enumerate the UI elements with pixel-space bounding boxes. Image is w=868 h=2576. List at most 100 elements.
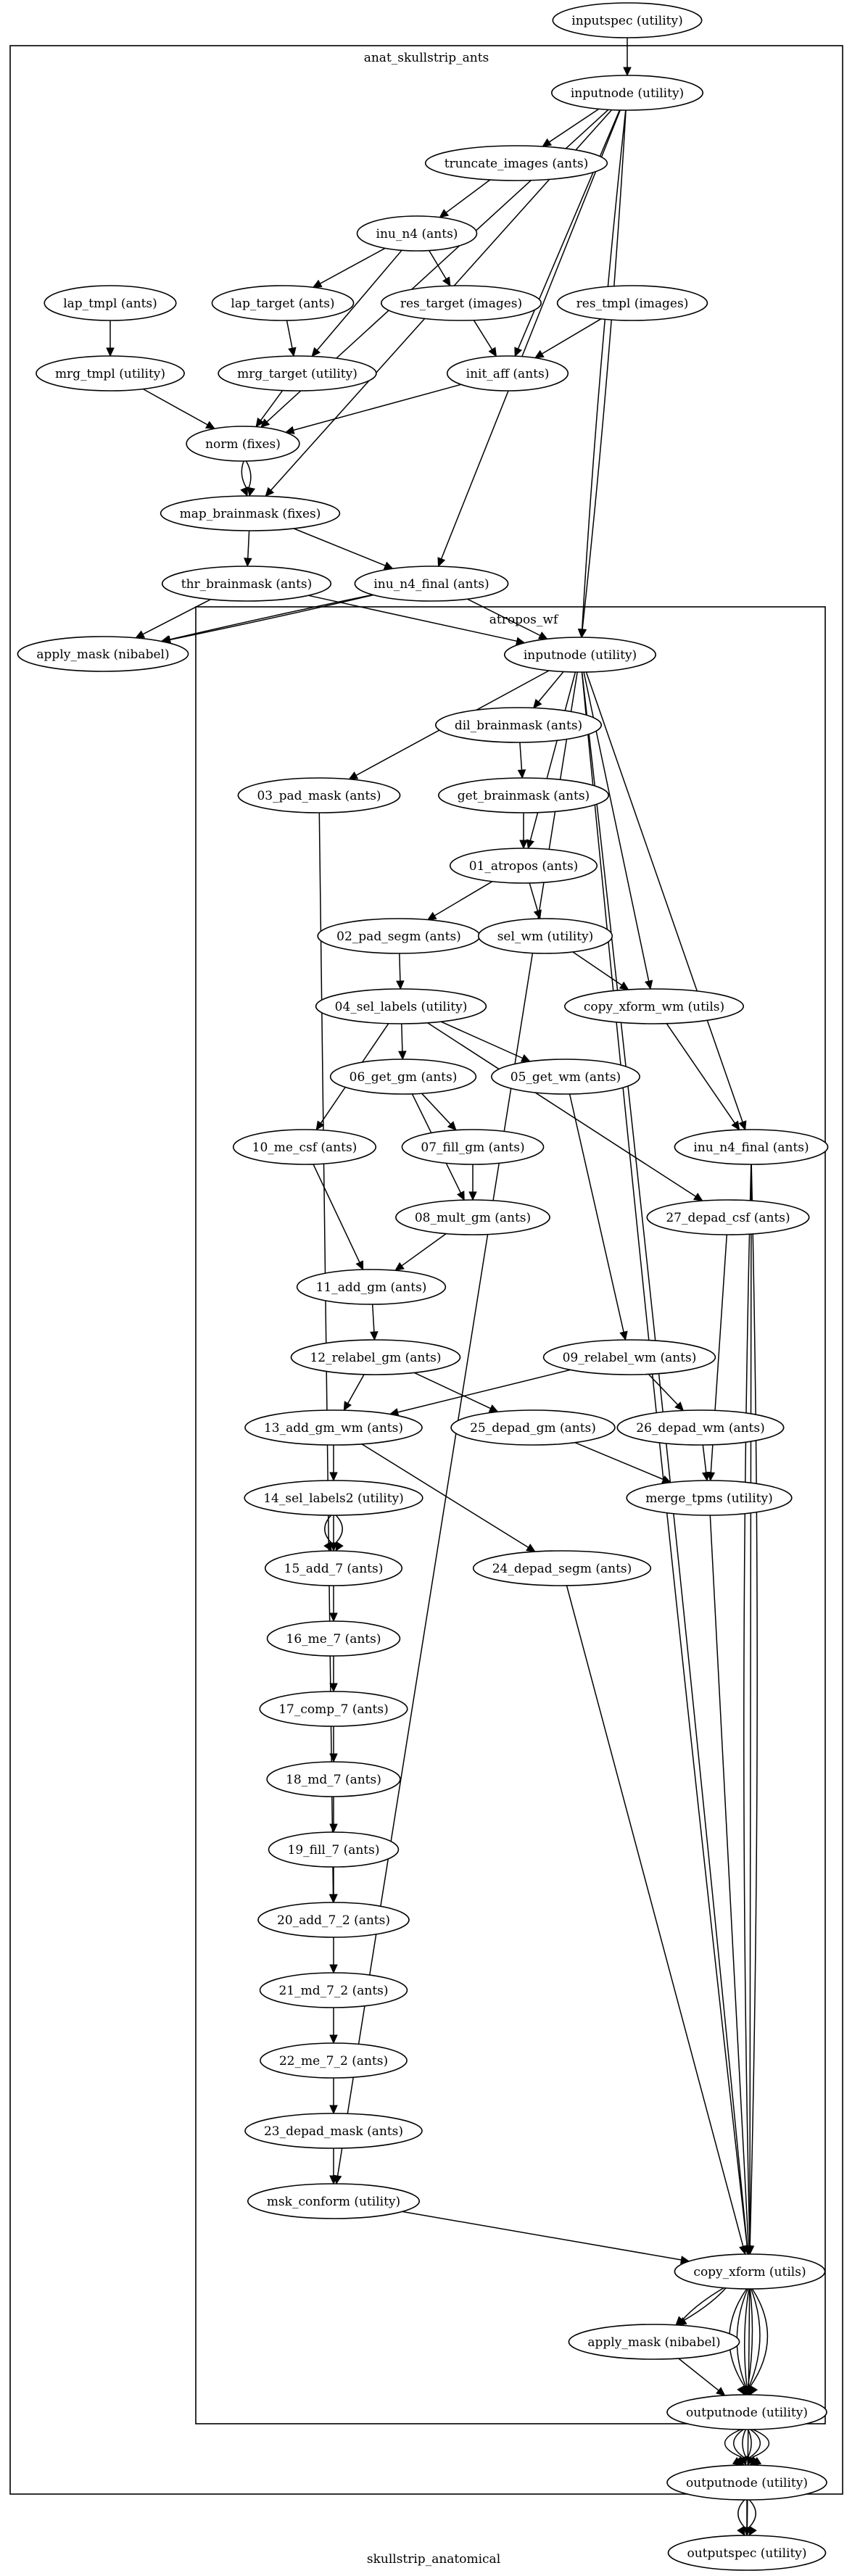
node-label: 01_atropos (ants)	[469, 859, 579, 874]
edge-inputnode_a-to-truncate	[542, 108, 600, 147]
edge-line	[247, 530, 250, 559]
node-sel-labels[interactable]: 04_sel_labels (utility)	[315, 988, 487, 1024]
edge-line	[682, 2287, 724, 2321]
node-inputspec[interactable]: inputspec (utility)	[552, 2, 703, 38]
node-norm[interactable]: norm (fixes)	[186, 426, 300, 462]
edge-inu_n4-to-lap_target	[312, 247, 386, 288]
node-inu-n4-final-a[interactable]: inu_n4_final (ants)	[354, 566, 509, 602]
node-depad-gm[interactable]: 25_depad_gm (ants)	[450, 1409, 616, 1446]
node-truncate[interactable]: truncate_images (ants)	[424, 145, 608, 181]
node-merge-tpms[interactable]: merge_tpms (utility)	[626, 1480, 793, 1516]
node-label: init_aff (ants)	[466, 367, 550, 381]
node-shape	[211, 285, 355, 321]
node-fill-7[interactable]: 19_fill_7 (ants)	[268, 1831, 400, 1868]
node-lap-target[interactable]: lap_target (ants)	[211, 285, 355, 321]
node-label: inu_n4_final (ants)	[693, 1140, 809, 1155]
node-outputspec[interactable]: outputspec (utility)	[667, 2535, 827, 2571]
edge-line	[749, 1164, 758, 2247]
edge-arrowhead	[731, 1120, 740, 1131]
edge-line	[724, 2429, 742, 2458]
edge-get_gm-to-fill_gm	[421, 1093, 457, 1131]
edge-arrowhead	[329, 1542, 338, 1552]
node-init-aff[interactable]: init_aff (ants)	[446, 355, 569, 392]
edge-arrowhead	[247, 486, 256, 497]
node-map-brainmask[interactable]: map_brainmask (fixes)	[160, 495, 341, 531]
node-apply-mask-a[interactable]: apply_mask (nibabel)	[17, 636, 189, 672]
edge-line	[313, 1164, 360, 1263]
edge-line	[684, 2287, 727, 2321]
node-thr-brainmask[interactable]: thr_brainmask (ants)	[161, 566, 332, 602]
node-inputnode-a[interactable]: inputnode (utility)	[550, 75, 703, 111]
node-get-wm[interactable]: 05_get_wm (ants)	[490, 1059, 640, 1095]
node-mrg-target[interactable]: mrg_target (utility)	[218, 355, 377, 392]
edge-line	[743, 1164, 752, 2247]
edge-comp_7-to-md_7	[329, 1726, 338, 1763]
node-add-gm-wm[interactable]: 13_add_gm_wm (ants)	[244, 1409, 423, 1446]
node-msk-conform[interactable]: msk_conform (utility)	[247, 2183, 420, 2219]
node-depad-mask[interactable]: 23_depad_mask (ants)	[244, 2113, 423, 2149]
node-md-7-2[interactable]: 21_md_7_2 (ants)	[259, 1972, 408, 2008]
node-dil-brainmask[interactable]: dil_brainmask (ants)	[434, 707, 602, 743]
node-shape	[380, 285, 542, 321]
edge-line	[752, 2429, 769, 2458]
node-label: 12_relabel_gm (ants)	[310, 1351, 441, 1365]
node-pad-segm[interactable]: 02_pad_segm (ants)	[317, 918, 481, 954]
node-comp-7[interactable]: 17_comp_7 (ants)	[259, 1691, 408, 1727]
edge-line	[750, 2429, 761, 2458]
edge-line	[581, 671, 748, 2247]
node-me-7-2[interactable]: 22_me_7_2 (ants)	[260, 2042, 408, 2079]
edge-arrowhead	[517, 769, 526, 779]
node-lap-tmpl[interactable]: lap_tmpl (ants)	[44, 285, 177, 321]
edge-arrowhead	[355, 1260, 364, 1271]
edge-arrowhead	[716, 2387, 726, 2396]
node-atropos[interactable]: 01_atropos (ants)	[449, 848, 598, 884]
edge-line	[548, 108, 600, 143]
node-add-7-2[interactable]: 20_add_7_2 (ants)	[257, 1902, 410, 1938]
node-label: inu_n4_final (ants)	[373, 577, 489, 592]
node-label: apply_mask (nibabel)	[587, 2335, 720, 2350]
node-sel-wm[interactable]: sel_wm (utility)	[477, 918, 613, 954]
node-label: 22_me_7_2 (ants)	[279, 2054, 388, 2068]
node-mrg-tmpl[interactable]: mrg_tmpl (utility)	[36, 355, 185, 392]
node-label: 24_depad_segm (ants)	[492, 1562, 632, 1576]
edge-arrowhead	[329, 1612, 338, 1623]
node-label: 21_md_7_2 (ants)	[278, 1984, 388, 1998]
node-sel-labels2[interactable]: 14_sel_labels2 (utility)	[244, 1480, 423, 1516]
node-fill-gm[interactable]: 07_fill_gm (ants)	[401, 1129, 545, 1165]
node-inu-n4[interactable]: inu_n4 (ants)	[356, 215, 478, 252]
node-mult-gm[interactable]: 08_mult_gm (ants)	[395, 1199, 550, 1235]
node-relabel-wm[interactable]: 09_relabel_wm (ants)	[542, 1339, 716, 1375]
edge-line	[170, 594, 373, 641]
edge-arrowhead	[488, 347, 497, 357]
node-shape	[36, 355, 185, 392]
node-apply-mask-b[interactable]: apply_mask (nibabel)	[568, 2324, 740, 2360]
node-inputnode-b[interactable]: inputnode (utility)	[503, 637, 656, 673]
node-get-gm[interactable]: 06_get_gm (ants)	[329, 1059, 477, 1095]
node-depad-csf[interactable]: 27_depad_csf (ants)	[646, 1199, 810, 1235]
node-shape	[424, 145, 608, 181]
edge-arrowhead	[323, 1541, 332, 1552]
edge-inputnode_b-to-copy_xform	[581, 671, 751, 2256]
node-outputnode-b[interactable]: outputnode (utility)	[666, 2394, 827, 2430]
node-copy-xform-wm[interactable]: copy_xform_wm (utils)	[563, 988, 744, 1024]
node-add-7[interactable]: 15_add_7 (ants)	[264, 1550, 403, 1586]
edge-line	[748, 2288, 761, 2387]
node-pad-mask[interactable]: 03_pad_mask (ants)	[237, 777, 401, 813]
node-md-7[interactable]: 18_md_7 (ants)	[266, 1761, 401, 1797]
node-res-target[interactable]: res_target (images)	[380, 285, 542, 321]
node-shape	[490, 1059, 640, 1095]
node-copy-xform[interactable]: copy_xform (utils)	[674, 2253, 826, 2290]
node-add-gm[interactable]: 11_add_gm (ants)	[296, 1269, 447, 1305]
node-outputnode-a[interactable]: outputnode (utility)	[666, 2464, 827, 2501]
node-depad-wm[interactable]: 26_depad_wm (ants)	[616, 1409, 785, 1446]
node-inu-n4-final-b[interactable]: inu_n4_final (ants)	[674, 1129, 829, 1165]
node-label: outputspec (utility)	[687, 2546, 806, 2561]
edge-arrowhead	[748, 2526, 757, 2537]
node-relabel-gm[interactable]: 12_relabel_gm (ants)	[290, 1339, 461, 1375]
node-me-csf[interactable]: 10_me_csf (ants)	[232, 1129, 377, 1165]
node-depad-segm[interactable]: 24_depad_segm (ants)	[472, 1550, 652, 1586]
node-me-7[interactable]: 16_me_7 (ants)	[266, 1620, 401, 1657]
node-res-tmpl[interactable]: res_tmpl (images)	[556, 285, 708, 321]
edge-dil_brainmask-to-get_brainmask	[517, 742, 526, 779]
node-get-brainmask[interactable]: get_brainmask (ants)	[437, 777, 609, 813]
